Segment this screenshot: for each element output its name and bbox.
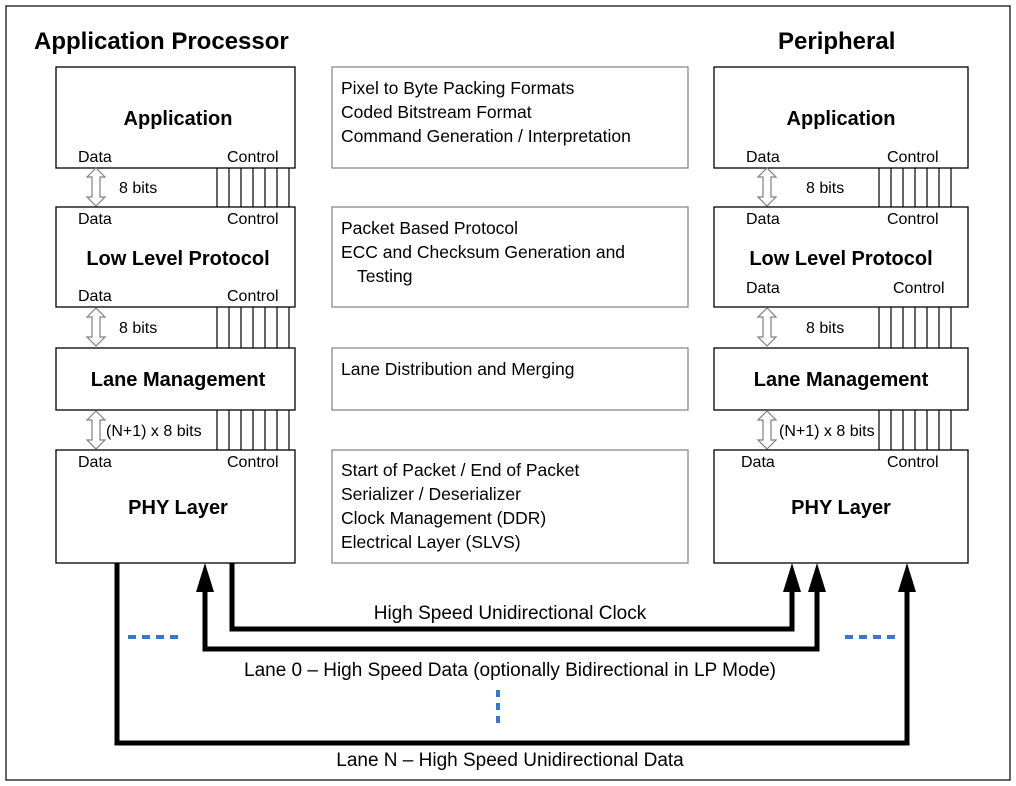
left-bus3-control-lines [216, 410, 290, 450]
right-llp-data-top: Data [746, 211, 780, 228]
right-bus2-control-lines [878, 307, 952, 348]
lane0-right-arrowhead [808, 563, 826, 592]
left-stack: Application Data Control 8 bits Data Con… [55, 66, 296, 564]
left-application-data-label: Data [78, 149, 112, 166]
left-application-control-label: Control [227, 149, 279, 166]
clock-arrowhead [783, 563, 801, 592]
left-bus2-control-lines [216, 307, 290, 348]
left-lane-management-block [55, 347, 296, 411]
right-application-block [713, 66, 969, 169]
header-application-processor: Application Processor [34, 28, 289, 55]
phy-description-box [331, 449, 689, 564]
llp-description-line: Packet Based Protocol [341, 218, 518, 238]
left-bus3-width: (N+1) x 8 bits [106, 423, 202, 440]
right-lane-management-title: Lane Management [754, 369, 929, 391]
phy-description-line: Serializer / Deserializer [341, 484, 521, 504]
right-llp-control-bottom: Control [893, 280, 945, 297]
application-description-line: Command Generation / Interpretation [341, 126, 631, 146]
left-phy-control-label: Control [227, 454, 279, 471]
right-bus3-arrow [757, 410, 777, 450]
right-bus1-width: 8 bits [806, 180, 844, 197]
right-llp-control-top: Control [887, 211, 939, 228]
left-llp-control-bottom: Control [227, 288, 279, 305]
left-phy-data-label: Data [78, 454, 112, 471]
right-llp-data-bottom: Data [746, 280, 780, 297]
left-bus3-arrow [86, 410, 106, 450]
lane0-link [196, 563, 826, 652]
descriptions-column: Pixel to Byte Packing Formats Coded Bits… [331, 66, 689, 564]
left-application-block [55, 66, 296, 169]
right-phy-control-label: Control [887, 454, 939, 471]
llp-description-line: Testing [357, 266, 412, 286]
right-phy-block [713, 449, 969, 564]
left-bus2-arrow [86, 307, 106, 347]
left-llp-control-top: Control [227, 211, 279, 228]
left-phy-title: PHY Layer [128, 497, 228, 519]
header-peripheral: Peripheral [778, 28, 895, 55]
lane-description-box [331, 347, 689, 411]
lane-description-line: Lane Distribution and Merging [341, 359, 574, 379]
right-bus1-control-lines [878, 168, 952, 207]
left-llp-block [55, 206, 296, 308]
left-phy-block [55, 449, 296, 564]
lane0-link-label: Lane 0 – High Speed Data (optionally Bid… [244, 660, 776, 681]
application-description-line: Coded Bitstream Format [341, 102, 532, 122]
right-bus3-control-lines [878, 410, 952, 450]
right-application-control-label: Control [887, 149, 939, 166]
phy-description-line: Electrical Layer (SLVS) [341, 532, 521, 552]
left-lane-management-title: Lane Management [91, 369, 266, 391]
clock-link-label: High Speed Unidirectional Clock [374, 603, 647, 624]
right-llp-block [713, 206, 969, 308]
llp-description-box [331, 206, 689, 308]
outer-frame [5, 5, 1011, 781]
left-llp-data-bottom: Data [78, 288, 112, 305]
right-bus1-arrow [757, 167, 777, 207]
phy-description-line: Clock Management (DDR) [341, 508, 546, 528]
right-phy-data-label: Data [741, 454, 775, 471]
left-application-title: Application [124, 108, 233, 130]
right-lane-management-block [713, 347, 969, 411]
llp-description-line: ECC and Checksum Generation and [341, 242, 625, 262]
right-llp-title: Low Level Protocol [749, 248, 932, 270]
application-description-box [331, 66, 689, 169]
laneN-link [114, 563, 916, 746]
laneN-arrowhead [898, 563, 916, 592]
lane-ellipsis-marks [128, 635, 897, 724]
lane0-left-arrowhead [196, 563, 214, 592]
left-bus2-width: 8 bits [119, 320, 157, 337]
right-phy-title: PHY Layer [791, 497, 891, 519]
lane0-label-backdrop [195, 656, 827, 684]
left-bus1-width: 8 bits [119, 180, 157, 197]
clock-link [229, 563, 801, 632]
left-bus1-control-lines [216, 168, 290, 207]
right-stack: Application Data Control 8 bits Data Con… [713, 66, 969, 564]
left-bus1-arrow [86, 167, 106, 207]
right-bus2-arrow [757, 307, 777, 347]
right-application-title: Application [787, 108, 896, 130]
right-bus2-width: 8 bits [806, 320, 844, 337]
right-bus3-width: (N+1) x 8 bits [779, 423, 875, 440]
application-description-line: Pixel to Byte Packing Formats [341, 78, 575, 98]
laneN-link-label: Lane N – High Speed Unidirectional Data [336, 750, 684, 771]
left-llp-title: Low Level Protocol [86, 248, 269, 270]
phy-description-line: Start of Packet / End of Packet [341, 460, 579, 480]
left-llp-data-top: Data [78, 211, 112, 228]
right-application-data-label: Data [746, 149, 780, 166]
